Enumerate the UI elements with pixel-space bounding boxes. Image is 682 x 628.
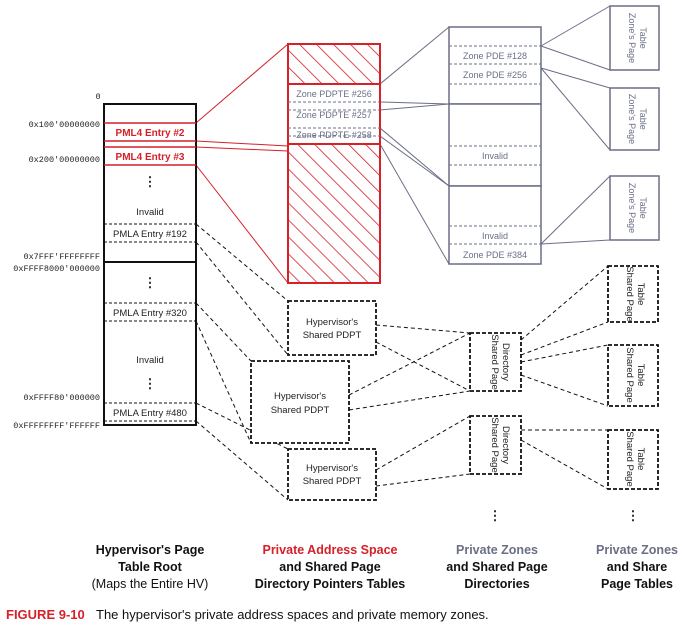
zone-page-table-2: Zone's Page Table xyxy=(609,87,660,151)
zone-pde-table-2: Invalid xyxy=(448,103,542,187)
ellipsis: ⋮ xyxy=(627,508,640,523)
svg-text:(Maps the Entire HV): (Maps the Entire HV) xyxy=(92,577,209,591)
address-label: 0x200'00000000 xyxy=(29,155,100,165)
svg-text:and Share: and Share xyxy=(607,560,667,574)
pml4-entry-3: PML4 Entry #3 xyxy=(116,152,185,163)
svg-text:and Shared Page: and Shared Page xyxy=(279,560,380,574)
svg-text:Table: Table xyxy=(638,108,648,130)
shared-page-directory-1: Shared Page Directory xyxy=(469,332,522,392)
address-label: 0xFFFF8000'000000 xyxy=(13,264,100,274)
svg-text:Zone's Page: Zone's Page xyxy=(627,94,637,144)
svg-text:Table: Table xyxy=(638,197,648,219)
svg-text:Table: Table xyxy=(638,27,648,49)
svg-text:Directory Pointers Tables: Directory Pointers Tables xyxy=(255,577,406,591)
svg-text:Hypervisor's Page: Hypervisor's Page xyxy=(96,543,205,557)
figure-text: The hypervisor's private address spaces … xyxy=(96,607,489,622)
invalid-label: Invalid xyxy=(136,207,163,218)
pmla-entry-480: PMLA Entry #480 xyxy=(113,408,187,419)
shared-page-table-2: Shared Page Table xyxy=(607,344,659,407)
address-label: 0x7FFF'FFFFFFFF xyxy=(23,252,100,262)
svg-text:Directories: Directories xyxy=(464,577,529,591)
svg-text:Shared Page: Shared Page xyxy=(624,431,635,486)
svg-text:and Shared Page: and Shared Page xyxy=(446,560,547,574)
svg-text:Table: Table xyxy=(635,364,646,387)
caption-page-table-root: Hypervisor's Page Table Root (Maps the E… xyxy=(92,543,209,591)
ellipsis: ⋮ xyxy=(144,376,157,391)
svg-text:Hypervisor's: Hypervisor's xyxy=(306,317,358,328)
svg-text:Shared Page: Shared Page xyxy=(624,347,635,402)
svg-text:Page Tables: Page Tables xyxy=(601,577,673,591)
figure-label: FIGURE 9-10 xyxy=(6,607,85,622)
zone-pdpte-258: Zone PDPTE #258 xyxy=(296,130,372,140)
address-label: 0xFFFF80'000000 xyxy=(23,393,100,403)
shared-connectors xyxy=(195,223,609,501)
svg-text:Shared Page: Shared Page xyxy=(489,417,500,472)
caption-private-zones-page-tables: Private Zones and Share Page Tables xyxy=(596,543,678,591)
zone-pdpte-256: Zone PDPTE #256 xyxy=(296,89,372,99)
invalid-label: Invalid xyxy=(482,151,508,161)
svg-text:Directory: Directory xyxy=(500,426,511,464)
shared-page-directory-2: Shared Page Directory xyxy=(469,415,522,475)
shared-pdpt-top: Hypervisor's Shared PDPT xyxy=(287,300,377,356)
zone-pdpte-257: Zone PDPTE #257 xyxy=(296,110,372,120)
shared-pdpt-middle: Hypervisor's Shared PDPT xyxy=(250,360,350,444)
zone-connectors xyxy=(379,5,611,265)
svg-text:Hypervisor's: Hypervisor's xyxy=(306,463,358,474)
svg-text:Private Address Space: Private Address Space xyxy=(262,543,397,557)
svg-text:Shared PDPT: Shared PDPT xyxy=(303,476,362,487)
svg-text:Shared PDPT: Shared PDPT xyxy=(303,330,362,341)
address-label: 0xFFFFFFFF'FFFFFF xyxy=(13,421,100,431)
svg-text:Zone's Page: Zone's Page xyxy=(627,183,637,233)
caption-private-zones-directories: Private Zones and Shared Page Directorie… xyxy=(446,543,547,591)
svg-text:Private Zones: Private Zones xyxy=(456,543,538,557)
pmla-entry-192: PMLA Entry #192 xyxy=(113,229,187,240)
shared-page-table-3: Shared Page Table xyxy=(607,429,659,490)
svg-text:Shared Page: Shared Page xyxy=(624,266,635,321)
svg-text:Hypervisor's: Hypervisor's xyxy=(274,391,326,402)
ellipsis: ⋮ xyxy=(144,174,157,189)
svg-text:Zone's Page: Zone's Page xyxy=(627,13,637,63)
figure-caption: FIGURE 9-10 The hypervisor's private add… xyxy=(6,607,489,622)
address-label: 0x100'00000000 xyxy=(29,120,100,130)
invalid-label: Invalid xyxy=(136,355,163,366)
ellipsis: ⋮ xyxy=(489,508,502,523)
zone-page-table-1: Zone's Page Table xyxy=(609,5,660,71)
red-connectors xyxy=(195,43,289,284)
zone-pde-256: Zone PDE #256 xyxy=(463,70,527,80)
address-labels: 0 0x100'00000000 0x200'00000000 0x7FFF'F… xyxy=(13,92,100,431)
zone-page-table-3: Zone's Page Table xyxy=(609,175,660,241)
shared-pdpt-bottom: Hypervisor's Shared PDPT xyxy=(287,448,377,501)
zone-pde-128: Zone PDE #128 xyxy=(463,51,527,61)
ellipsis: ⋮ xyxy=(144,275,157,290)
page-table-root: PML4 Entry #2 PML4 Entry #3 ⋮ Invalid PM… xyxy=(103,103,197,426)
pml4-entry-2: PML4 Entry #2 xyxy=(116,128,185,139)
svg-text:Table: Table xyxy=(635,448,646,471)
zone-pde-table-1: Zone PDE #128 Zone PDE #256 xyxy=(448,26,542,105)
svg-text:Shared Page: Shared Page xyxy=(489,334,500,389)
pmla-entry-320: PMLA Entry #320 xyxy=(113,308,187,319)
zone-pde-table-3: Invalid Zone PDE #384 xyxy=(448,185,542,265)
svg-text:Shared PDPT: Shared PDPT xyxy=(271,405,330,416)
invalid-label: Invalid xyxy=(482,231,508,241)
caption-private-address-space: Private Address Space and Shared Page Di… xyxy=(255,543,406,591)
shared-page-table-1: Shared Page Table xyxy=(607,265,659,323)
svg-text:Table Root: Table Root xyxy=(118,560,182,574)
svg-text:Directory: Directory xyxy=(500,343,511,381)
address-0: 0 xyxy=(95,92,100,102)
private-pdpt: Zone PDPTE #256 Zone PDPTE #257 Zone PDP… xyxy=(287,43,381,284)
svg-text:Private Zones: Private Zones xyxy=(596,543,678,557)
zone-pde-384: Zone PDE #384 xyxy=(463,250,527,260)
svg-text:Table: Table xyxy=(635,283,646,306)
